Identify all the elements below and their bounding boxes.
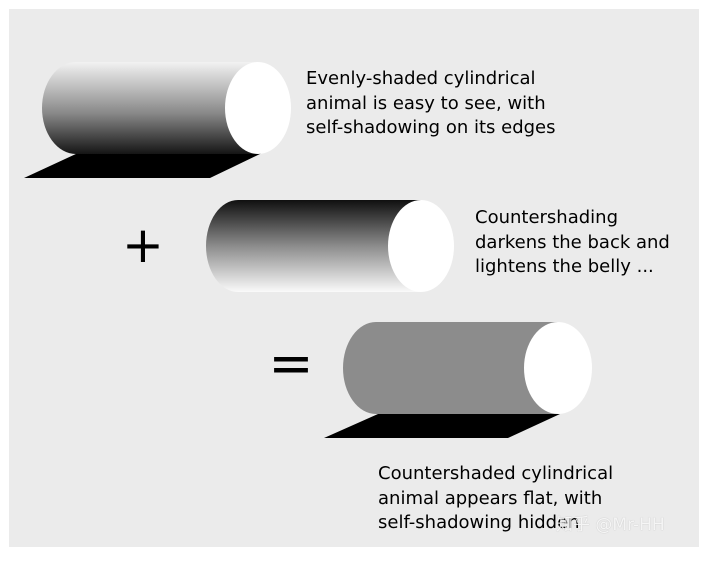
watermark: 知乎 @Mr-HH [556, 515, 665, 535]
caption-countershading: Countershading darkens the back and ligh… [475, 207, 670, 277]
caption-evenly-shaded: Evenly-shaded cylindrical animal is easy… [306, 68, 556, 138]
cylinder-end-cap [524, 322, 592, 414]
cylinder-end-cap [225, 62, 291, 154]
cylinder-evenly-shaded [24, 62, 291, 178]
cylinder-countershading [206, 200, 454, 292]
cylinder-countershaded-flat [324, 322, 592, 438]
caption-countershaded-result: Countershaded cylindrical animal appears… [378, 463, 614, 533]
plus-sign: + [122, 216, 164, 274]
equals-sign: = [268, 332, 313, 395]
cylinder-body [206, 200, 421, 292]
ground-shadow [324, 414, 560, 438]
ground-shadow [24, 153, 262, 178]
cylinder-body [42, 62, 258, 154]
cylinder-body [343, 322, 558, 414]
cylinder-end-cap [388, 200, 454, 292]
